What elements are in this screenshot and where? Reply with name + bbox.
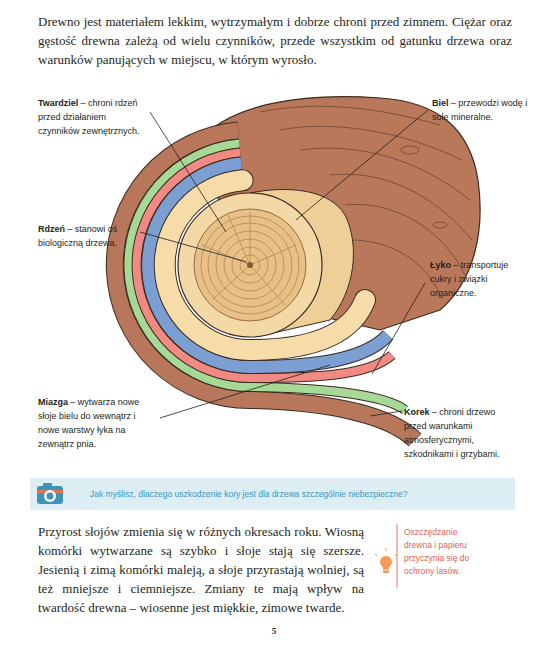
layer-fill	[115, 131, 415, 441]
layer-outline	[128, 144, 405, 411]
intro-paragraph-block: Drewno jest materiałem lekkim, wytrzymał…	[38, 12, 512, 69]
layer-biel	[165, 180, 365, 350]
part-callout-block: Korek– chroni drzewo przed warunkami atm…	[404, 405, 510, 461]
part-name: Korek	[404, 407, 430, 417]
layer-outline	[165, 180, 365, 350]
body-paragraph-block: Przyrost słojów zmienia się w różnych ok…	[38, 522, 364, 617]
side-note-block: Oszczędzanie drewna i papieru przyczynia…	[404, 526, 486, 578]
page-number-block: 5	[254, 626, 294, 636]
question-band: Jak myślisz, dlaczego uszkodzenie kory j…	[30, 478, 515, 510]
layer-fill	[137, 152, 392, 378]
heartwood-disc	[194, 209, 306, 321]
side-note: Oszczędzanie drewna i papieru przyczynia…	[404, 527, 469, 576]
radial-crack	[202, 212, 296, 305]
part-name: Biel	[432, 98, 449, 108]
grain-line	[300, 148, 470, 200]
bark-knot	[401, 146, 419, 154]
bulb-base	[383, 567, 389, 573]
layer-outline	[148, 163, 388, 367]
bark-layer-korek	[115, 131, 415, 441]
layer-miazga	[148, 163, 388, 367]
part-callout-block: Miazga– wytwarza nowe słoje bielu do wew…	[38, 395, 152, 451]
bulb-thread	[383, 570, 389, 571]
sapwood-disc	[178, 193, 322, 337]
leader-line	[160, 365, 330, 418]
grain-line	[345, 204, 465, 275]
intro-paragraph: Drewno jest materiałem lekkim, wytrzymał…	[38, 14, 512, 67]
page-number: 5	[272, 626, 277, 636]
leader-line	[150, 112, 226, 232]
bulb-glass	[380, 556, 392, 568]
part-callout-block: Łyko– transportuje cukry i związki organ…	[430, 258, 530, 300]
part-name: Łyko	[430, 260, 451, 270]
part-callout-block: Twardziel– chroni rdzeń przed działaniem…	[38, 96, 148, 138]
layer-outline	[115, 131, 415, 441]
layer-fill	[165, 180, 365, 350]
part-name: Rdzeń	[38, 224, 65, 234]
grain-line	[350, 240, 440, 295]
grain-line	[280, 126, 462, 160]
lightbulb-icon	[375, 548, 397, 573]
growth-rings	[201, 212, 299, 314]
part-name: Twardziel	[38, 98, 78, 108]
question-text: Jak myślisz, dlaczego uszkodzenie kory j…	[90, 488, 408, 500]
layer-lyko	[137, 152, 392, 378]
part-callout-block: Rdzeń– stanowi oś biologiczną drzewa.	[38, 222, 150, 250]
leader-line	[370, 411, 402, 416]
layer-fill	[148, 163, 388, 367]
leader-lines	[140, 110, 428, 418]
note-rule	[397, 524, 398, 588]
layer-outline	[137, 152, 392, 378]
part-name: Miazga	[38, 397, 68, 407]
layer-fill	[128, 144, 405, 411]
leader-line	[140, 232, 247, 262]
body-paragraph: Przyrost słojów zmienia się w różnych ok…	[38, 524, 364, 615]
grain-line	[330, 174, 472, 240]
leader-line	[372, 283, 425, 374]
pith-dot	[247, 262, 253, 268]
leader-line	[296, 110, 428, 220]
bulb-rays	[375, 548, 397, 556]
bark-layer-green	[128, 144, 405, 411]
part-callout-block: Biel– przewodzi wodę i sole mineralne.	[432, 96, 532, 124]
bark-knot	[433, 222, 447, 228]
